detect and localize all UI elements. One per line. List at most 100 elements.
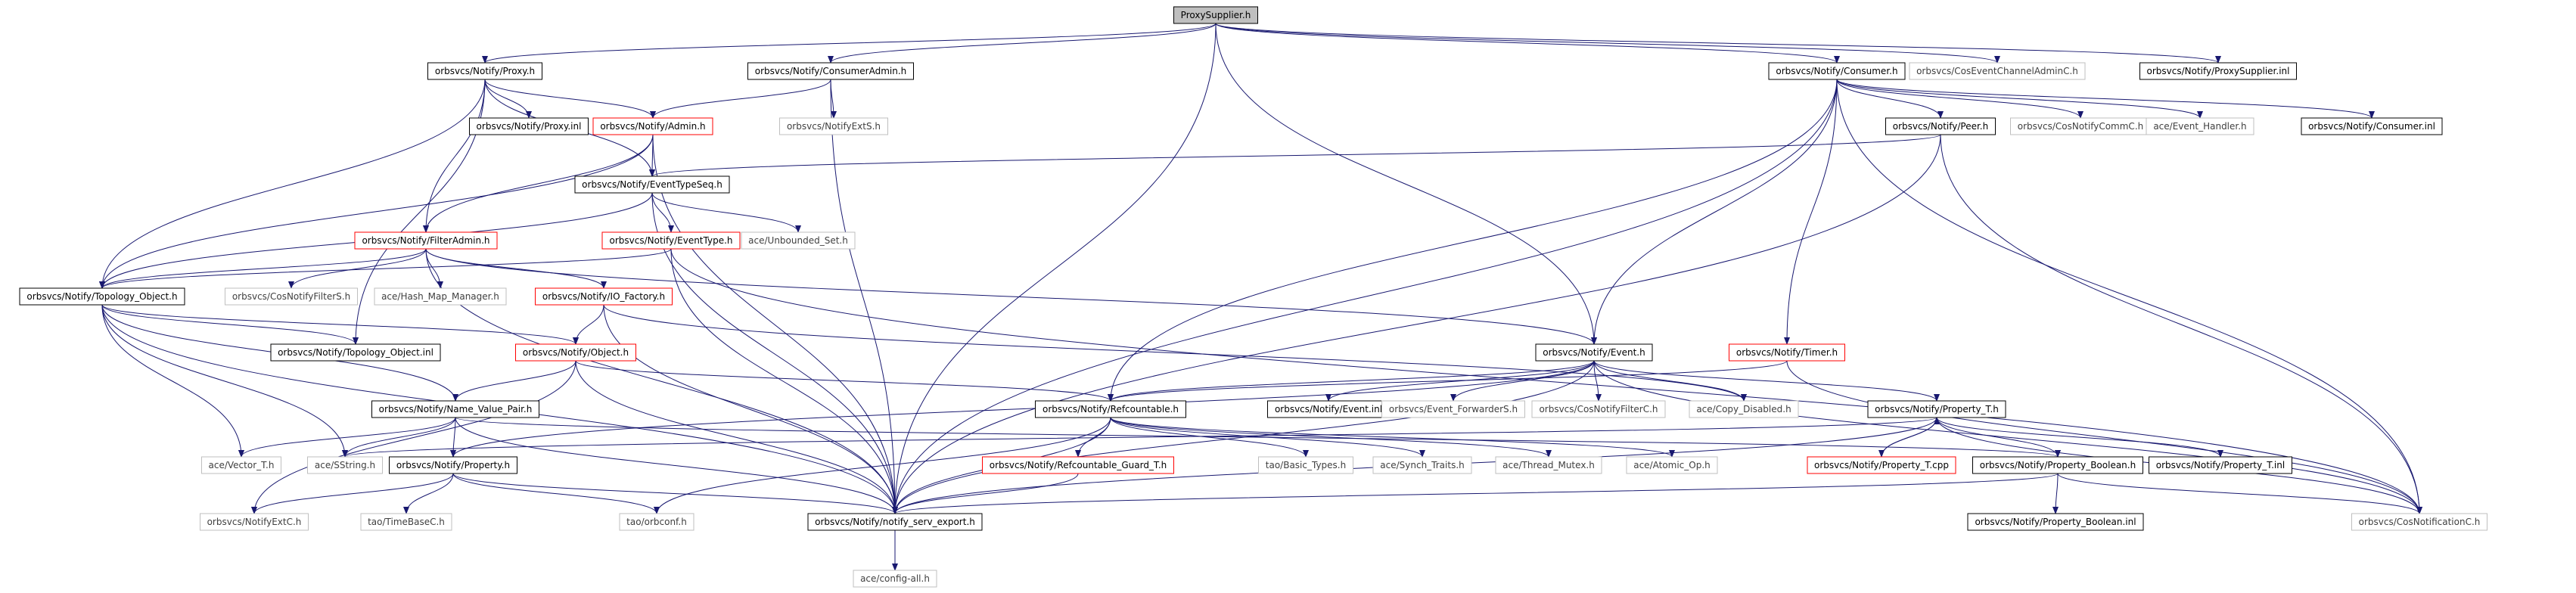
- node-synch-traits-h[interactable]: ace/Synch_Traits.h: [1372, 456, 1472, 474]
- node-unbounded-set-h[interactable]: ace/Unbounded_Set.h: [741, 231, 856, 250]
- node-consumeradmin-h[interactable]: orbsvcs/Notify/ConsumerAdmin.h: [747, 62, 914, 80]
- node-cosnotifyfilters-h[interactable]: orbsvcs/CosNotifyFilterS.h: [225, 287, 358, 306]
- node-box[interactable]: [1768, 62, 1906, 80]
- node-box[interactable]: [807, 513, 983, 531]
- node-topology-object-inl[interactable]: orbsvcs/Notify/Topology_Object.inl: [270, 343, 441, 362]
- node-property-t-h[interactable]: orbsvcs/Notify/Property_T.h: [1867, 400, 2006, 418]
- node-box[interactable]: [1967, 513, 2144, 531]
- node-coseventchanneladminc-h[interactable]: orbsvcs/CosEventChannelAdminC.h: [1909, 62, 2086, 80]
- node-box[interactable]: [360, 513, 452, 531]
- node-box[interactable]: [1173, 6, 1258, 24]
- node-proxysupplier-h[interactable]: ProxySupplier.h: [1173, 6, 1258, 24]
- node-box[interactable]: [371, 400, 539, 418]
- node-box[interactable]: [2149, 456, 2292, 474]
- node-box[interactable]: [1867, 400, 2006, 418]
- node-box[interactable]: [270, 343, 441, 362]
- node-box[interactable]: [354, 231, 498, 250]
- node-name-value-pair-h[interactable]: orbsvcs/Notify/Name_Value_Pair.h: [371, 400, 539, 418]
- node-box[interactable]: [601, 231, 741, 250]
- node-box[interactable]: [200, 513, 309, 531]
- node-box[interactable]: [1531, 400, 1666, 418]
- node-property-boolean-h[interactable]: orbsvcs/Notify/Property_Boolean.h: [1972, 456, 2143, 474]
- node-box[interactable]: [779, 117, 888, 135]
- node-event-forwarders-h[interactable]: orbsvcs/Event_ForwarderS.h: [1381, 400, 1525, 418]
- node-box[interactable]: [2146, 117, 2254, 135]
- node-basic-types-h[interactable]: tao/Basic_Types.h: [1258, 456, 1353, 474]
- node-box[interactable]: [1381, 400, 1525, 418]
- node-notify-serv-export-h[interactable]: orbsvcs/Notify/notify_serv_export.h: [807, 513, 983, 531]
- node-object-h[interactable]: orbsvcs/Notify/Object.h: [515, 343, 636, 362]
- node-box[interactable]: [1909, 62, 2086, 80]
- node-property-h[interactable]: orbsvcs/Notify/Property.h: [389, 456, 517, 474]
- node-refcountable-guard-t-h[interactable]: orbsvcs/Notify/Refcountable_Guard_T.h: [982, 456, 1174, 474]
- node-timer-h[interactable]: orbsvcs/Notify/Timer.h: [1729, 343, 1845, 362]
- node-box[interactable]: [2351, 513, 2487, 531]
- node-admin-h[interactable]: orbsvcs/Notify/Admin.h: [592, 117, 713, 135]
- node-box[interactable]: [1535, 343, 1653, 362]
- node-box[interactable]: [1372, 456, 1472, 474]
- node-hash-map-manager-h[interactable]: ace/Hash_Map_Manager.h: [374, 287, 507, 306]
- node-box[interactable]: [201, 456, 281, 474]
- node-property-boolean-inl[interactable]: orbsvcs/Notify/Property_Boolean.inl: [1967, 513, 2144, 531]
- node-copy-disabled-h[interactable]: ace/Copy_Disabled.h: [1689, 400, 1799, 418]
- node-box[interactable]: [535, 287, 673, 306]
- node-box[interactable]: [374, 287, 507, 306]
- node-event-h[interactable]: orbsvcs/Notify/Event.h: [1535, 343, 1653, 362]
- node-sstring-h[interactable]: ace/SString.h: [307, 456, 383, 474]
- edge-consumer_h-to-cosnotificationc_h: [1836, 79, 2422, 514]
- node-box[interactable]: [427, 62, 542, 80]
- node-box[interactable]: [469, 117, 589, 135]
- node-event-inl[interactable]: orbsvcs/Notify/Event.inl: [1267, 400, 1390, 418]
- node-proxy-h[interactable]: orbsvcs/Notify/Proxy.h: [427, 62, 542, 80]
- node-box[interactable]: [2139, 62, 2297, 80]
- node-box[interactable]: [2301, 117, 2443, 135]
- node-refcountable-h[interactable]: orbsvcs/Notify/Refcountable.h: [1035, 400, 1186, 418]
- node-vector-t-h[interactable]: ace/Vector_T.h: [201, 456, 281, 474]
- node-box[interactable]: [1626, 456, 1718, 474]
- node-box[interactable]: [1807, 456, 1956, 474]
- node-box[interactable]: [1885, 117, 1996, 135]
- node-timebasec-h[interactable]: tao/TimeBaseC.h: [360, 513, 452, 531]
- node-thread-mutex-h[interactable]: ace/Thread_Mutex.h: [1495, 456, 1602, 474]
- node-atomic-op-h[interactable]: ace/Atomic_Op.h: [1626, 456, 1718, 474]
- node-property-t-inl[interactable]: orbsvcs/Notify/Property_T.inl: [2149, 456, 2292, 474]
- node-box[interactable]: [225, 287, 358, 306]
- node-box[interactable]: [19, 287, 185, 306]
- node-config-all-h[interactable]: ace/config-all.h: [853, 570, 937, 588]
- node-proxy-inl[interactable]: orbsvcs/Notify/Proxy.inl: [469, 117, 589, 135]
- node-box[interactable]: [1258, 456, 1353, 474]
- node-box[interactable]: [307, 456, 383, 474]
- node-box[interactable]: [1729, 343, 1845, 362]
- node-box[interactable]: [1972, 456, 2143, 474]
- node-box[interactable]: [1035, 400, 1186, 418]
- node-notifyextc-h[interactable]: orbsvcs/NotifyExtC.h: [200, 513, 309, 531]
- node-property-t-cpp[interactable]: orbsvcs/Notify/Property_T.cpp: [1807, 456, 1956, 474]
- node-orbconf-h[interactable]: tao/orbconf.h: [619, 513, 694, 531]
- node-eventtype-h[interactable]: orbsvcs/Notify/EventType.h: [601, 231, 741, 250]
- node-consumer-h[interactable]: orbsvcs/Notify/Consumer.h: [1768, 62, 1906, 80]
- node-eventtypeseq-h[interactable]: orbsvcs/Notify/EventTypeSeq.h: [574, 175, 730, 194]
- node-notifyexts-h[interactable]: orbsvcs/NotifyExtS.h: [779, 117, 888, 135]
- node-io-factory-h[interactable]: orbsvcs/Notify/IO_Factory.h: [535, 287, 673, 306]
- node-box[interactable]: [619, 513, 694, 531]
- node-box[interactable]: [515, 343, 636, 362]
- node-topology-object-h[interactable]: orbsvcs/Notify/Topology_Object.h: [19, 287, 185, 306]
- node-box[interactable]: [592, 117, 713, 135]
- node-box[interactable]: [853, 570, 937, 588]
- node-box[interactable]: [574, 175, 730, 194]
- node-box[interactable]: [747, 62, 914, 80]
- node-cosnotifycommc-h[interactable]: orbsvcs/CosNotifyCommC.h: [2010, 117, 2151, 135]
- node-label: ace/Thread_Mutex.h: [1502, 460, 1595, 470]
- node-cosnotifyfilterc-h[interactable]: orbsvcs/CosNotifyFilterC.h: [1531, 400, 1666, 418]
- node-box[interactable]: [741, 231, 856, 250]
- node-box[interactable]: [1495, 456, 1602, 474]
- node-box[interactable]: [982, 456, 1174, 474]
- node-proxysupplier-inl[interactable]: orbsvcs/Notify/ProxySupplier.inl: [2139, 62, 2297, 80]
- node-consumer-inl[interactable]: orbsvcs/Notify/Consumer.inl: [2301, 117, 2443, 135]
- node-box[interactable]: [1689, 400, 1799, 418]
- node-event-handler-h[interactable]: ace/Event_Handler.h: [2146, 117, 2254, 135]
- node-cosnotificationc-h[interactable]: orbsvcs/CosNotificationC.h: [2351, 513, 2487, 531]
- node-filteradmin-h[interactable]: orbsvcs/Notify/FilterAdmin.h: [354, 231, 498, 250]
- node-box[interactable]: [389, 456, 517, 474]
- node-peer-h[interactable]: orbsvcs/Notify/Peer.h: [1885, 117, 1996, 135]
